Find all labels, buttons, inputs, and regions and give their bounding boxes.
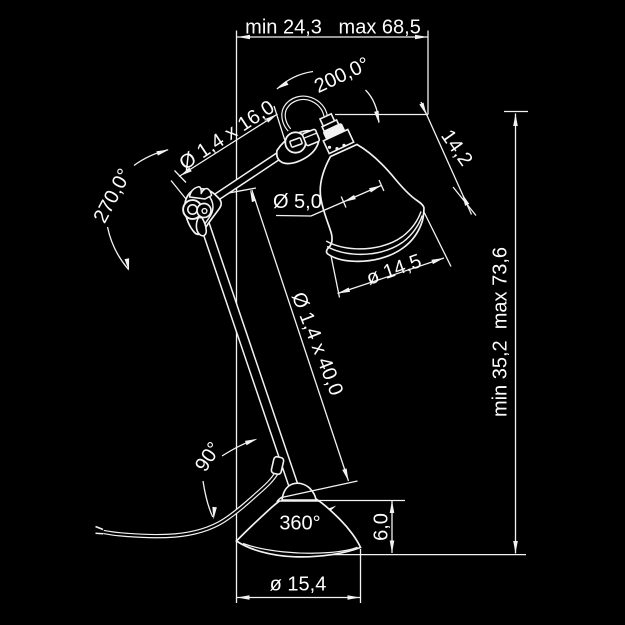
svg-text:360°: 360°	[279, 513, 320, 535]
svg-text:min 24,3 max 68,5: min 24,3 max 68,5	[245, 17, 421, 39]
svg-text:ø 15,4: ø 15,4	[270, 574, 327, 596]
svg-text:6,0: 6,0	[371, 513, 393, 541]
svg-text:min 35,2 max 73,6: min 35,2 max 73,6	[490, 247, 512, 417]
svg-text:Ø 5,0: Ø 5,0	[273, 191, 322, 213]
